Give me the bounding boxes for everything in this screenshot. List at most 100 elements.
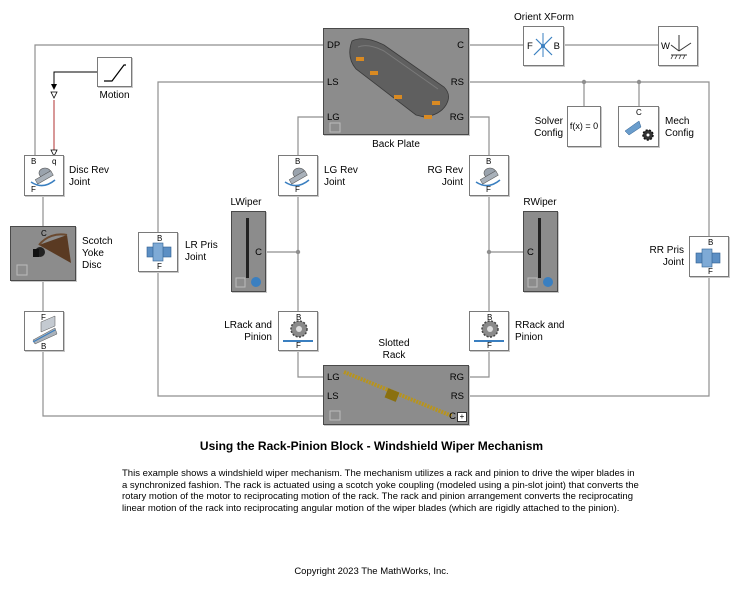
gear-icon — [283, 320, 313, 342]
lr-pris-joint-label: LR Pris Joint — [185, 240, 218, 263]
port-lg: LG — [327, 372, 340, 383]
rg-rev-joint-block[interactable]: B F — [469, 155, 509, 196]
solver-config-block[interactable]: f(x) = 0 — [567, 106, 601, 147]
line-ls-lr-pris-top — [157, 81, 323, 232]
expand-icon[interactable]: + — [457, 412, 467, 422]
port-f: F — [41, 313, 46, 322]
rg-rev-joint-label: RG Rev Joint — [427, 165, 463, 188]
lrack-pinion-label: LRack and Pinion — [224, 320, 272, 343]
lwiper-label: LWiper — [230, 197, 262, 208]
line-motion-signal — [53, 71, 97, 84]
back-plate-block[interactable]: DP LS LG C RS RG — [323, 28, 469, 135]
rwiper-label: RWiper — [523, 197, 557, 208]
port-ls: LS — [327, 77, 339, 88]
port-rs: RS — [450, 391, 464, 402]
orient-xform-block[interactable]: F B — [523, 26, 564, 66]
port-b: B — [41, 342, 47, 351]
port-c: C — [527, 247, 534, 258]
port-f: F — [487, 341, 492, 350]
line-rrack-slotted-rg — [469, 351, 490, 378]
port-b: B — [157, 234, 163, 243]
port-c: C — [449, 411, 456, 422]
port-f: F — [527, 41, 533, 52]
port-c: C — [41, 229, 47, 238]
port-ls: LS — [327, 391, 339, 402]
line-rg-rgrev — [469, 116, 490, 155]
port-f: F — [708, 267, 713, 276]
world-frame-block[interactable]: W — [658, 26, 698, 66]
revolute-joint-icon — [30, 167, 56, 187]
transform-icon — [533, 33, 553, 57]
port-f: F — [295, 185, 300, 194]
port-b: B — [708, 238, 714, 247]
port-rg: RG — [449, 112, 464, 123]
disc-rev-joint-block[interactable]: B F q — [24, 155, 64, 196]
line-dp-disc-rev — [34, 44, 323, 155]
port-lg: LG — [327, 112, 340, 123]
motion-block[interactable] — [97, 57, 132, 87]
lr-pris-joint-block[interactable]: B F — [138, 232, 178, 272]
rr-pris-joint-block[interactable]: B F — [689, 236, 729, 277]
port-b: B — [487, 313, 493, 322]
port-c: C — [457, 40, 464, 51]
back-plate-icon — [329, 38, 449, 133]
slotted-rack-label: Slotted Rack — [378, 338, 410, 361]
mech-config-label: Mech Config — [665, 116, 694, 139]
port-b: B — [486, 157, 492, 166]
diagram-title: Using the Rack-Pinion Block - Windshield… — [199, 439, 544, 453]
disc-icon — [16, 233, 71, 276]
rwiper-block[interactable]: C — [523, 211, 558, 292]
prismatic-joint-icon — [146, 242, 172, 262]
line-rs-rr-pris-top — [469, 81, 710, 236]
orient-xform-label: Orient XForm — [513, 12, 574, 23]
line-pinslot-slotted — [42, 351, 455, 417]
copyright-text: Copyright 2023 The MathWorks, Inc. — [294, 566, 449, 577]
lg-rev-joint-label: LG Rev Joint — [324, 165, 358, 188]
scotch-yoke-disc-block[interactable]: C — [10, 226, 76, 281]
line-rr-pris-slotted-rs — [469, 277, 710, 397]
port-b: B — [295, 157, 301, 166]
back-plate-label: Back Plate — [372, 139, 420, 150]
port-dp: DP — [327, 40, 341, 51]
prismatic-joint-icon — [695, 248, 721, 268]
line-lr-pris-slotted-ls — [157, 272, 323, 397]
wiper-icon — [527, 218, 553, 288]
wiper-icon — [235, 218, 261, 288]
rrack-pinion-label: RRack and Pinion — [515, 320, 565, 343]
lg-rev-joint-block[interactable]: B F — [278, 155, 318, 196]
ramp-icon — [104, 64, 126, 82]
rr-pris-joint-label: RR Pris Joint — [649, 245, 684, 268]
revolute-joint-icon — [475, 167, 501, 187]
line-lrack-slotted-lg — [297, 351, 323, 378]
line-lg-lgrev — [297, 116, 323, 155]
rack-icon — [329, 370, 453, 421]
port-c: C — [636, 108, 642, 117]
pin-slot-joint-icon — [32, 315, 58, 345]
mech-config-icon — [624, 120, 654, 141]
solver-text: f(x) = 0 — [569, 121, 599, 131]
port-b: B — [553, 41, 560, 52]
slotted-rack-block[interactable]: LG LS RG RS C + — [323, 365, 469, 425]
motion-label: Motion — [99, 90, 130, 101]
pin-slot-joint-block[interactable]: F B — [24, 311, 64, 351]
lrack-pinion-block[interactable]: B F — [278, 311, 318, 351]
revolute-joint-icon — [284, 167, 310, 187]
port-f: F — [486, 185, 491, 194]
port-rs: RS — [450, 77, 464, 88]
world-frame-icon — [670, 35, 692, 60]
lwiper-block[interactable]: C — [231, 211, 266, 292]
port-f: F — [296, 341, 301, 350]
solver-config-label: Solver Config — [534, 116, 563, 139]
port-c: C — [255, 247, 262, 258]
port-b: B — [296, 313, 302, 322]
port-rg: RG — [449, 372, 464, 383]
port-w: W — [661, 41, 670, 52]
mech-config-block[interactable]: C — [618, 106, 659, 147]
disc-rev-joint-label: Disc Rev Joint — [69, 165, 110, 188]
rrack-pinion-block[interactable]: B F — [469, 311, 509, 351]
port-f: F — [157, 262, 162, 271]
scotch-yoke-disc-label: Scotch Yoke Disc — [82, 236, 113, 271]
port-q: q — [52, 157, 57, 166]
port-f: F — [31, 185, 36, 194]
